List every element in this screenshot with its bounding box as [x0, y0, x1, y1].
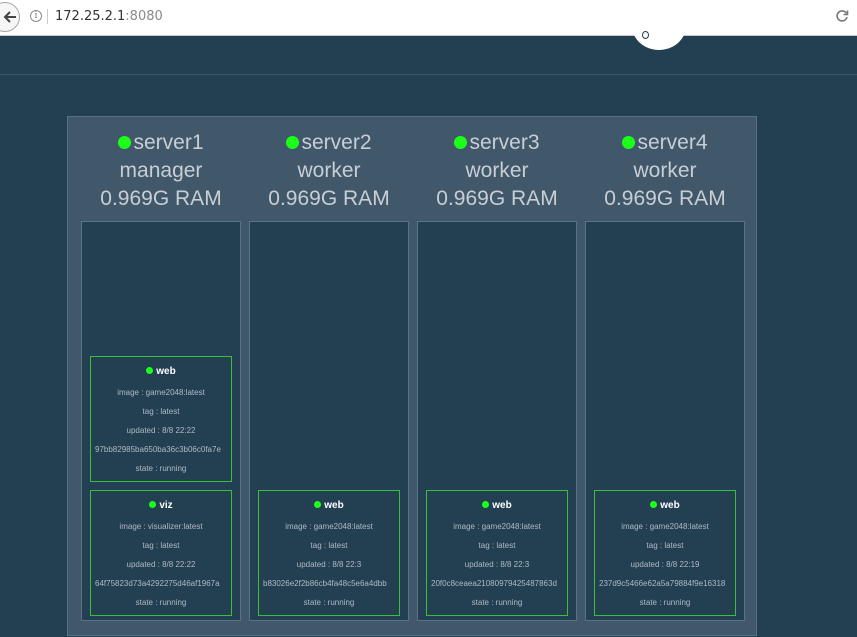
task-updated: updated : 8/8 22:22 [126, 560, 196, 569]
task-state: state : running [303, 598, 355, 607]
node-header: server4 worker 0.969G RAM [585, 129, 745, 213]
url-port: :8080 [125, 9, 163, 24]
node-role: worker [465, 159, 529, 182]
header-divider [0, 74, 857, 75]
node-ram: 0.969G RAM [436, 187, 558, 210]
info-icon[interactable]: i [30, 10, 42, 22]
task-updated: updated : 8/8 22:22 [126, 426, 196, 435]
task-name: web [324, 500, 344, 511]
task-title: web [595, 499, 735, 513]
node-server3: server3 worker 0.969G RAM web image : ga… [417, 117, 577, 637]
node-status-dot [118, 136, 132, 149]
node-header: server2 worker 0.969G RAM [249, 129, 409, 213]
task-tag: tag : latest [646, 541, 684, 550]
node-status-dot [286, 136, 300, 149]
task-status-dot [149, 501, 157, 508]
node-name: server4 [637, 131, 708, 154]
task-updated: updated : 8/8 22:3 [296, 560, 362, 569]
app-logo [632, 10, 686, 50]
task-title: web [427, 499, 567, 513]
task-status-dot [146, 367, 154, 374]
task-image: image : game2048:latest [453, 522, 541, 531]
address-bar[interactable]: 172.25.2.1:8080 [55, 9, 163, 24]
task-tag: tag : latest [310, 541, 348, 550]
task-name: web [156, 366, 176, 377]
task-card-web[interactable]: web image : game2048:latest tag : latest… [426, 490, 568, 616]
url-divider [47, 9, 48, 24]
task-id: b83026e2f2b86cb4fa48c5e6a4dbb [263, 579, 387, 588]
node-header: server3 worker 0.969G RAM [417, 129, 577, 213]
task-card-web[interactable]: web image : game2048:latest tag : latest… [90, 356, 232, 482]
back-button[interactable] [0, 2, 20, 32]
node-ram: 0.969G RAM [100, 187, 222, 210]
task-state: state : running [135, 464, 187, 473]
task-image: image : game2048:latest [285, 522, 373, 531]
task-name: viz [159, 500, 173, 511]
node-name: server2 [301, 131, 372, 154]
browser-toolbar: i 172.25.2.1:8080 [0, 0, 857, 36]
reload-icon[interactable] [835, 9, 849, 23]
task-id: 237d9c5466e62a5a79884f9e16318 [599, 579, 726, 588]
task-updated: updated : 8/8 22:3 [464, 560, 530, 569]
task-status-dot [482, 501, 490, 508]
task-state: state : running [471, 598, 523, 607]
task-tag: tag : latest [478, 541, 516, 550]
task-card-viz[interactable]: viz image : visualizer:latest tag : late… [90, 490, 232, 616]
node-status-dot [454, 136, 468, 149]
task-status-dot [314, 501, 322, 508]
task-id: 64f75823d73a4292275d46af1967a [95, 579, 220, 588]
task-image: image : game2048:latest [621, 522, 709, 531]
node-task-area: web image : game2048:latest tag : latest… [585, 221, 745, 621]
node-server2: server2 worker 0.969G RAM web image : ga… [249, 117, 409, 637]
task-name: web [660, 500, 680, 511]
task-state: state : running [639, 598, 691, 607]
task-status-dot [650, 501, 658, 508]
node-status-dot [622, 136, 636, 149]
node-ram: 0.969G RAM [268, 187, 390, 210]
cluster-panel: server1 manager 0.969G RAM web image : g… [67, 116, 757, 636]
node-task-area: web image : game2048:latest tag : latest… [417, 221, 577, 621]
task-image: image : game2048:latest [117, 388, 205, 397]
task-card-web[interactable]: web image : game2048:latest tag : latest… [258, 490, 400, 616]
task-tag: tag : latest [142, 541, 180, 550]
task-tag: tag : latest [142, 407, 180, 416]
task-title: web [259, 499, 399, 513]
arrow-left-icon [3, 11, 16, 23]
node-name: server3 [469, 131, 540, 154]
node-role: manager [119, 159, 203, 182]
task-id: 20f0c8ceaea21080979425487863d [431, 579, 557, 588]
task-state: state : running [135, 598, 187, 607]
node-server4: server4 worker 0.969G RAM web image : ga… [585, 117, 745, 637]
task-card-web[interactable]: web image : game2048:latest tag : latest… [594, 490, 736, 616]
task-title: viz [91, 499, 231, 513]
task-title: web [91, 365, 231, 379]
node-task-area: web image : game2048:latest tag : latest… [81, 221, 241, 621]
node-name: server1 [133, 131, 204, 154]
task-updated: updated : 8/8 22:19 [630, 560, 700, 569]
node-task-area: web image : game2048:latest tag : latest… [249, 221, 409, 621]
node-role: worker [633, 159, 697, 182]
url-host: 172.25.2.1 [55, 9, 126, 24]
node-ram: 0.969G RAM [604, 187, 726, 210]
task-id: 97bb82985ba650ba36c3b06c0fa7e [95, 445, 221, 454]
node-role: worker [297, 159, 361, 182]
task-image: image : visualizer:latest [119, 522, 203, 531]
node-server1: server1 manager 0.969G RAM web image : g… [81, 117, 241, 637]
task-name: web [492, 500, 512, 511]
node-header: server1 manager 0.969G RAM [81, 129, 241, 213]
